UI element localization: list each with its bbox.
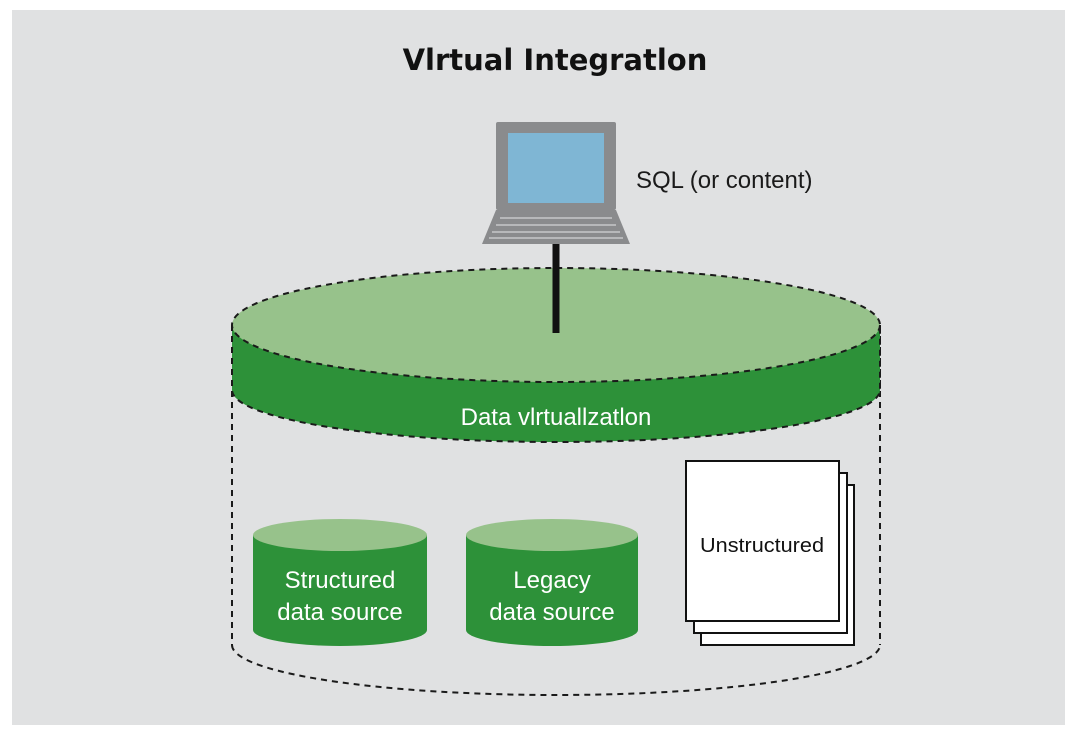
legacy-label-line2: data source <box>489 599 614 626</box>
virtualization-container <box>231 325 881 696</box>
sql-label: SQL (or content) <box>636 167 813 194</box>
document-stack-icon: Unstructured <box>685 460 855 646</box>
unstructured-label: Unstructured <box>700 535 824 557</box>
data-virtualization-label: Data vlrtuallzatlon <box>461 404 652 431</box>
diagram-title: Vlrtual Integratlon <box>403 43 708 77</box>
laptop-icon <box>482 122 630 244</box>
legacy-data-source: Legacy data source <box>466 519 638 646</box>
structured-data-source: Structured data source <box>253 519 427 646</box>
structured-label-line2: data source <box>277 599 402 626</box>
structured-label-line1: Structured <box>285 567 396 594</box>
legacy-label-line1: Legacy <box>513 567 590 594</box>
data-virtualization-layer: Data vlrtuallzatlon <box>231 267 881 443</box>
